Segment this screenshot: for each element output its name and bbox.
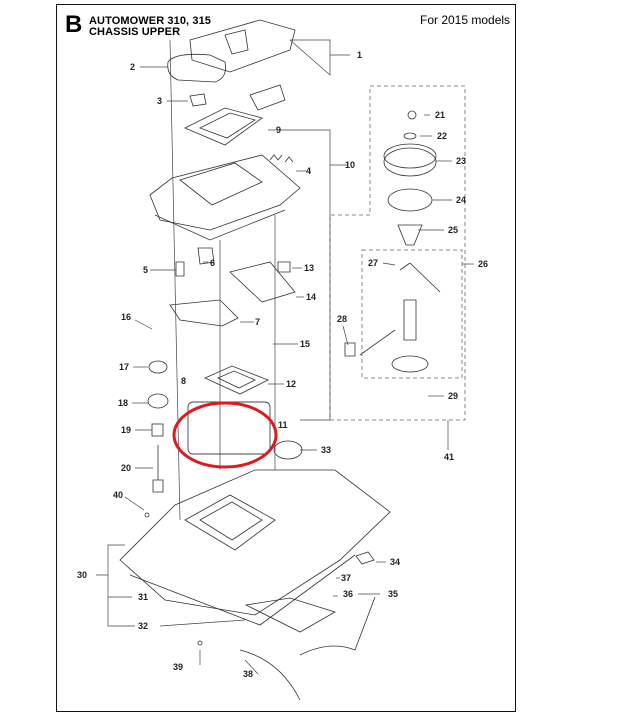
callout-29: 29 [448, 391, 458, 401]
callout-9: 9 [276, 125, 281, 135]
callout-3: 3 [157, 96, 162, 106]
callout-labels: 1 2 3 4 5 6 7 8 9 10 11 12 13 14 15 16 1… [77, 50, 488, 679]
callout-30: 30 [77, 570, 87, 580]
models-note: For 2015 models [420, 13, 511, 27]
callout-24: 24 [456, 195, 466, 205]
callout-12: 12 [286, 379, 296, 389]
diagram-title: AUTOMOWER 310, 315 [89, 15, 212, 27]
callout-37: 37 [341, 573, 351, 583]
callout-40: 40 [113, 490, 123, 500]
callout-6: 6 [210, 258, 215, 268]
callout-15: 15 [300, 339, 310, 349]
callout-36: 36 [343, 589, 353, 599]
callout-32: 32 [138, 621, 148, 631]
callout-28: 28 [337, 314, 347, 324]
callout-7: 7 [255, 317, 260, 327]
part-bracket [169, 299, 239, 327]
part-handle-cover [167, 53, 226, 83]
group-box-26 [361, 249, 463, 379]
callout-20: 20 [121, 463, 131, 473]
callout-19: 19 [121, 425, 131, 435]
part-upper-chassis [149, 154, 301, 231]
part-13 [277, 261, 291, 273]
callout-14: 14 [306, 292, 316, 302]
callout-35: 35 [388, 589, 398, 599]
section-letter: B [65, 11, 83, 38]
part-lower-chassis [119, 469, 391, 616]
callout-31: 31 [138, 592, 148, 602]
part-sensor [175, 261, 185, 277]
callout-8: 8 [181, 376, 186, 386]
callout-27: 27 [368, 258, 378, 268]
part-drawings [119, 19, 441, 701]
part-board [229, 261, 296, 303]
highlight-annotation [172, 401, 278, 469]
callout-39: 39 [173, 662, 183, 672]
part-springs [269, 154, 294, 163]
callout-18: 18 [118, 398, 128, 408]
callout-26: 26 [478, 259, 488, 269]
diagram-subtitle: CHASSIS UPPER [89, 26, 181, 38]
part-key [189, 93, 207, 107]
callout-34: 34 [390, 557, 400, 567]
callout-4: 4 [306, 166, 311, 176]
callout-33: 33 [321, 445, 331, 455]
part-keypad [184, 107, 263, 146]
leader-lines [96, 39, 474, 675]
callout-23: 23 [456, 156, 466, 166]
callout-38: 38 [243, 669, 253, 679]
callout-5: 5 [143, 265, 148, 275]
callout-2: 2 [130, 62, 135, 72]
callout-16: 16 [121, 312, 131, 322]
callout-11: 11 [278, 420, 288, 430]
callout-41: 41 [444, 452, 454, 462]
callout-22: 22 [437, 131, 447, 141]
callout-1: 1 [357, 50, 362, 60]
part-display [204, 365, 269, 395]
highlight-circle [172, 401, 278, 469]
callout-17: 17 [119, 362, 129, 372]
callout-21: 21 [435, 110, 445, 120]
diagram-frame [56, 4, 516, 712]
callout-25: 25 [448, 225, 458, 235]
part-top-cover [189, 19, 296, 73]
callout-10: 10 [345, 160, 355, 170]
callout-13: 13 [304, 263, 314, 273]
